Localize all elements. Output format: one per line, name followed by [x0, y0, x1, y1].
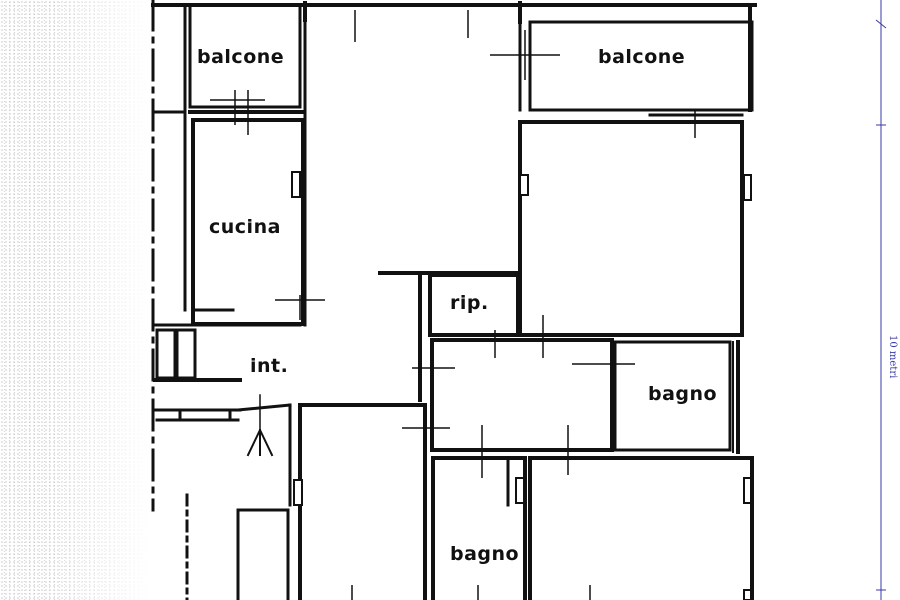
- room-label-bagno-right: bagno: [648, 383, 718, 405]
- bedroom-top-right: [518, 120, 744, 337]
- stair-block-1: [155, 328, 177, 380]
- room-label-bagno-bottom: bagno: [450, 543, 520, 565]
- bagno-right-area: [613, 340, 732, 452]
- stair-block-2: [175, 328, 197, 380]
- room-label-cucina: cucina: [209, 216, 281, 238]
- room-label-ingresso: int.: [250, 355, 289, 377]
- room-label-balcone-left: balcone: [197, 46, 285, 68]
- room-label-balcone-right: balcone: [598, 46, 686, 68]
- scale-label: 10 metri: [887, 335, 898, 379]
- bedroom-bottom-right: [528, 456, 754, 600]
- bedroom-bottom-left: [298, 403, 427, 600]
- room-label-ripostiglio: rip.: [450, 292, 489, 314]
- closet-bottom-left: [236, 508, 290, 600]
- bagno-bottom-area: [431, 456, 527, 600]
- scan-noise-left: [0, 0, 150, 600]
- hallway-area: [430, 338, 614, 452]
- ripostiglio-area: [428, 273, 520, 337]
- balcone-left-area: [188, 3, 302, 109]
